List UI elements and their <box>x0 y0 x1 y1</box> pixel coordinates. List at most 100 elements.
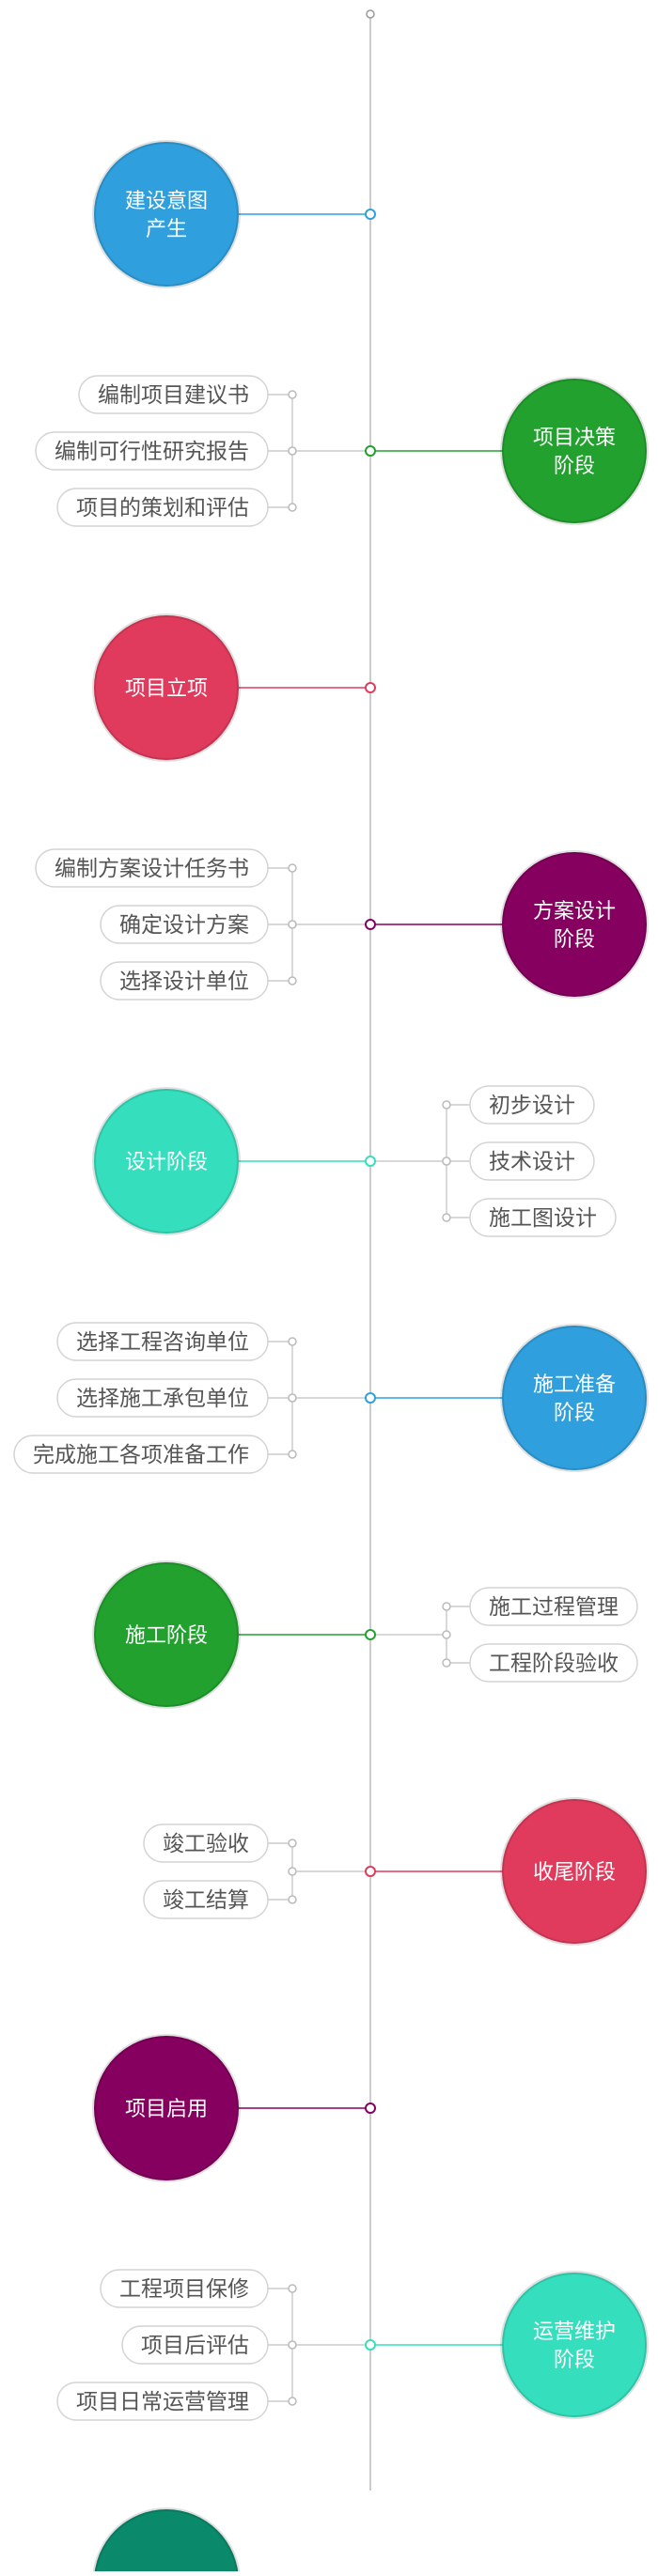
task-label: 选择设计单位 <box>119 970 249 994</box>
axis-node <box>365 1629 376 1640</box>
stage-label: 项目立项 <box>125 677 208 701</box>
task-label: 确定设计方案 <box>119 913 249 938</box>
task-label: 技术设计 <box>489 1150 575 1174</box>
item-node <box>288 390 297 399</box>
task-label: 完成施工各项准备工作 <box>33 1443 249 1467</box>
task-pill <box>35 431 269 471</box>
task-label: 编制项目建议书 <box>98 383 249 408</box>
stage-label: 运营维护 <box>533 2320 616 2344</box>
task-label: 竣工结算 <box>163 1888 249 1913</box>
stage-circle <box>92 2034 241 2182</box>
task-pill <box>56 2382 269 2421</box>
stage-circle <box>92 140 241 288</box>
bracket-center-node <box>442 1630 451 1639</box>
bracket-center-node <box>442 1156 451 1166</box>
axis-node <box>365 919 376 930</box>
stage-label: 收尾阶段 <box>533 1861 616 1885</box>
task-pill <box>100 2269 269 2308</box>
stage-label: 设计阶段 <box>125 1151 208 1174</box>
bracket-center-node <box>288 1393 297 1403</box>
task-pill <box>56 1322 269 1361</box>
stage-label: 建设意图 <box>125 190 208 213</box>
item-node <box>288 1450 297 1459</box>
stage-circle <box>92 1560 241 1709</box>
axis-node <box>365 1156 376 1167</box>
stage-label: 阶段 <box>554 928 595 952</box>
stage-label: 产生 <box>146 218 187 241</box>
stage-3: 项目立项 <box>92 613 376 762</box>
bracket-center-node <box>288 1867 297 1876</box>
bracket-center-node <box>288 920 297 929</box>
stage-label: 施工准备 <box>533 1373 616 1397</box>
task-label: 工程项目保修 <box>119 2277 249 2302</box>
stage-circle <box>92 613 241 762</box>
task-label: 项目的策划和评估 <box>76 496 249 520</box>
stage-circle <box>500 1324 649 1472</box>
axis-node <box>365 2103 376 2114</box>
item-node <box>288 2284 297 2293</box>
task-pill <box>100 905 269 944</box>
item-node <box>288 976 297 985</box>
item-node <box>288 1839 297 1848</box>
stage-label: 阶段 <box>554 1402 595 1425</box>
stage-circle <box>500 377 649 525</box>
task-pill <box>469 1643 638 1683</box>
item-node <box>442 1658 451 1668</box>
stage-9: 项目启用 <box>92 2034 376 2182</box>
task-label: 项目后评估 <box>141 2334 249 2358</box>
bracket-center-node <box>288 446 297 456</box>
stage-circle <box>92 2507 241 2576</box>
task-pill <box>78 375 269 414</box>
stage-circle <box>500 1797 649 1946</box>
axis-node <box>365 209 376 220</box>
stage-label: 阶段 <box>554 2349 595 2372</box>
axis-node <box>365 2339 376 2351</box>
stage-label: 项目启用 <box>125 2098 208 2121</box>
task-pill <box>35 848 269 888</box>
task-label: 选择工程咨询单位 <box>76 1330 249 1355</box>
timeline-start-node <box>366 9 375 19</box>
item-node <box>442 1602 451 1611</box>
stage-circle <box>92 1087 241 1235</box>
task-label: 初步设计 <box>489 1094 575 1118</box>
item-node <box>442 1213 451 1222</box>
item-node <box>288 2397 297 2406</box>
stage-label: 方案设计 <box>533 900 616 923</box>
stage-label: 阶段 <box>554 455 595 478</box>
item-node <box>288 1337 297 1346</box>
task-label: 工程阶段验收 <box>489 1652 619 1676</box>
item-node <box>288 863 297 873</box>
stage-label: 项目决策 <box>533 427 616 450</box>
bracket-center-node <box>288 2340 297 2350</box>
task-pill <box>121 2325 269 2365</box>
stage-circle <box>500 2271 649 2419</box>
axis-node <box>365 1392 376 1404</box>
task-pill <box>100 961 269 1001</box>
task-label: 竣工验收 <box>163 1832 249 1856</box>
stage-11: 项目废除 <box>92 2507 241 2576</box>
task-pill <box>469 1085 595 1125</box>
stage-circle <box>500 850 649 999</box>
axis-node <box>365 1866 376 1877</box>
task-pill <box>13 1435 269 1474</box>
task-label: 编制方案设计任务书 <box>55 857 249 881</box>
task-label: 施工过程管理 <box>489 1595 619 1620</box>
item-node <box>288 1895 297 1904</box>
task-pill <box>469 1198 617 1237</box>
task-pill <box>143 1823 269 1863</box>
task-label: 项目日常运营管理 <box>76 2390 249 2414</box>
task-label: 施工图设计 <box>489 1206 597 1231</box>
task-label: 编制可行性研究报告 <box>55 440 249 464</box>
axis-node <box>365 682 376 693</box>
task-label: 选择施工承包单位 <box>76 1387 249 1411</box>
item-node <box>442 1100 451 1110</box>
axis-node <box>365 445 376 457</box>
